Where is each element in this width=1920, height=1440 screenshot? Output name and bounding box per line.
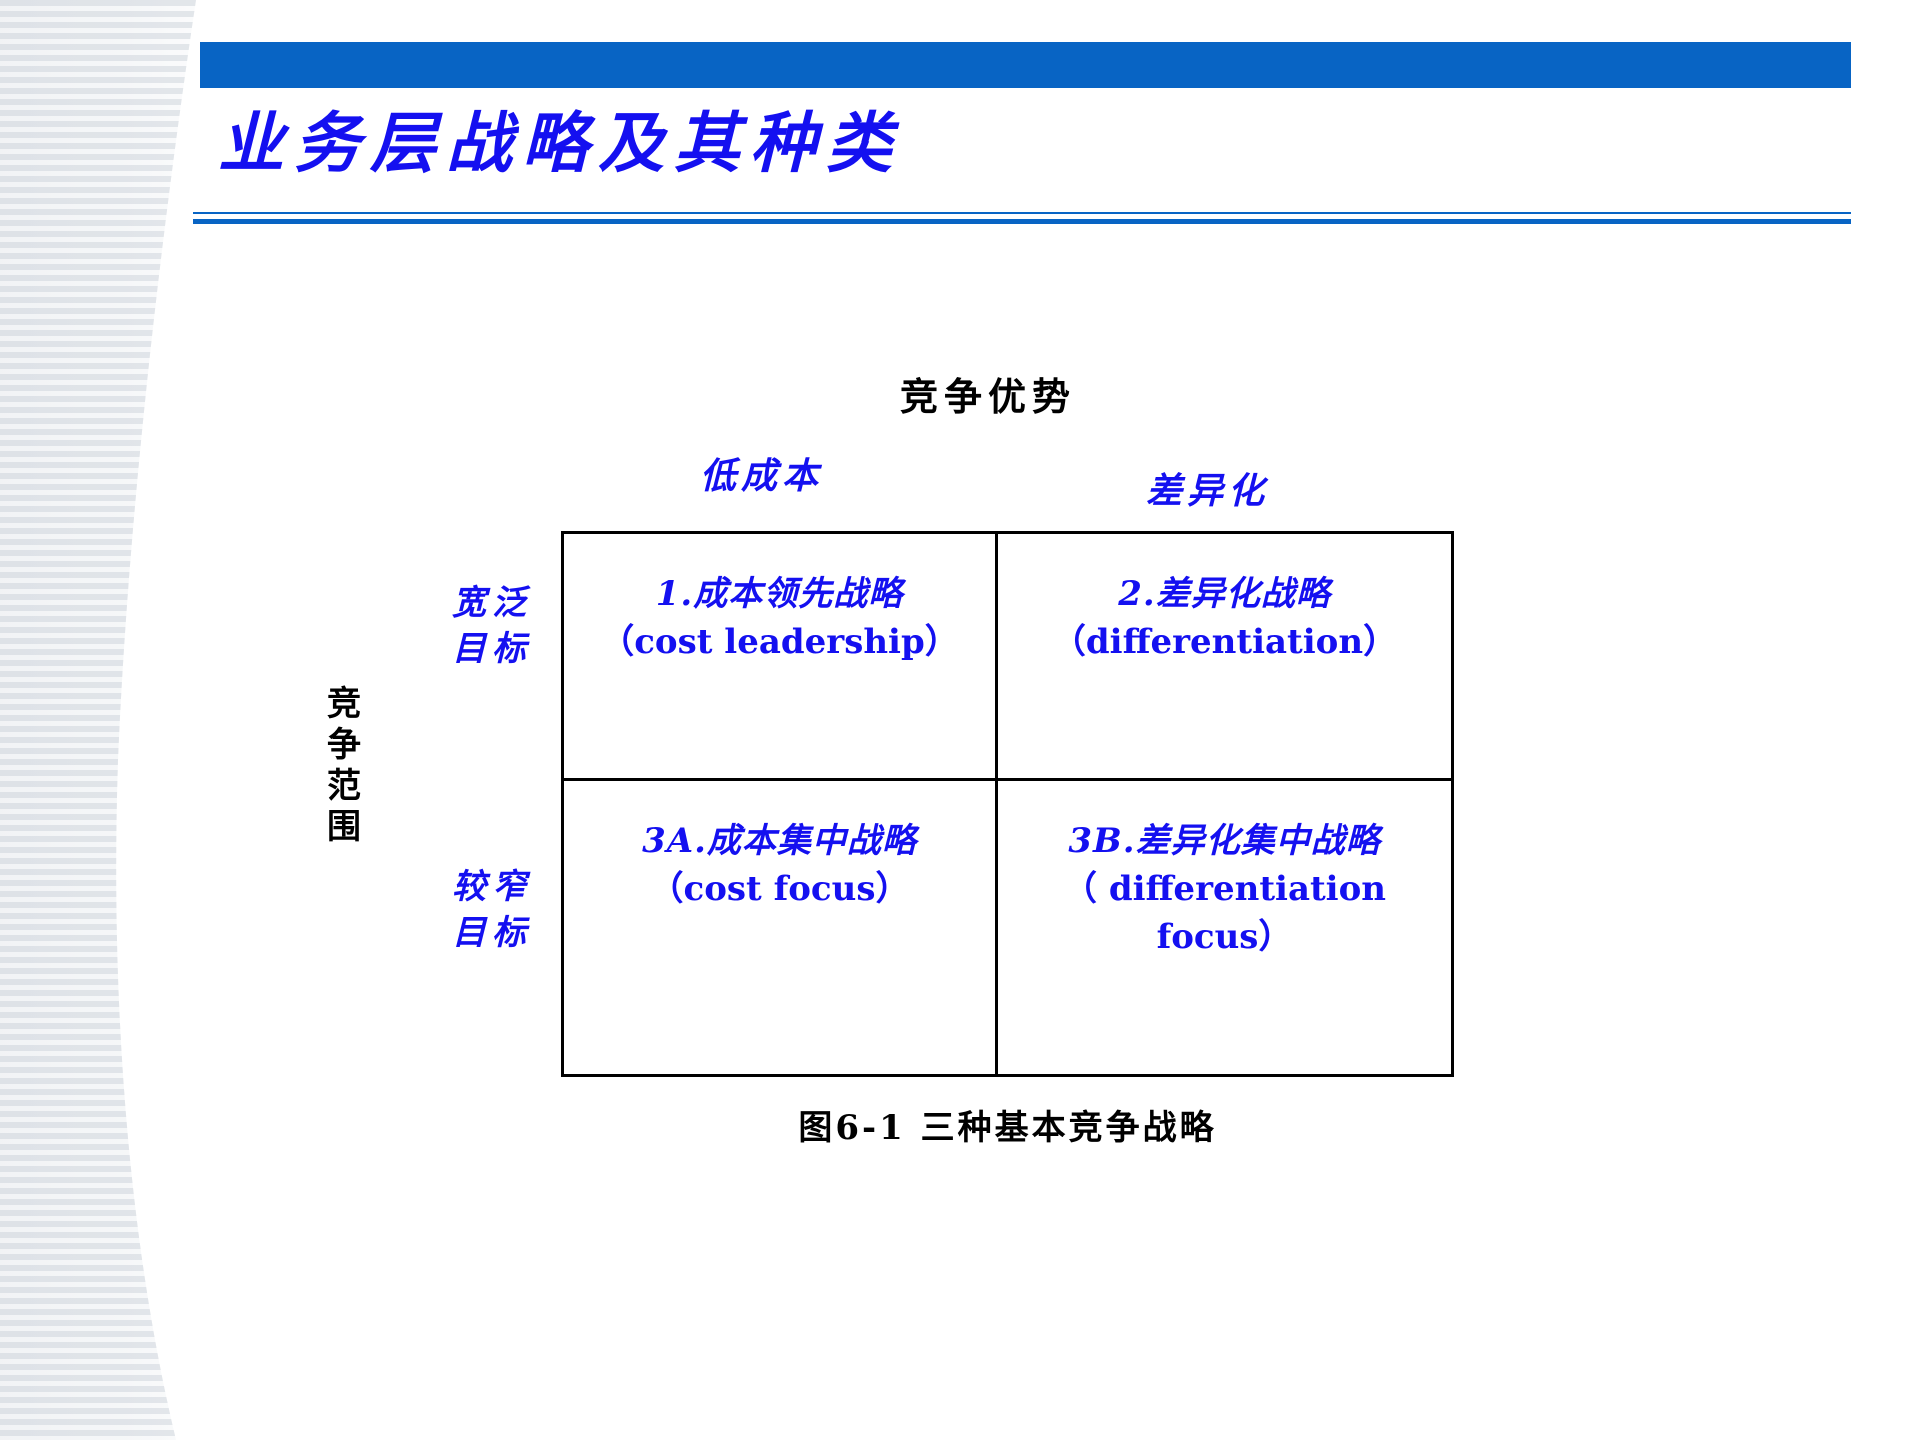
decorative-striped-band (0, 0, 196, 1440)
column-header-differentiation: 差异化 (1146, 470, 1270, 512)
axis-title-competitive-advantage: 竞争优势 (900, 374, 1077, 419)
cell-title-cn: 1.成本领先战略 (655, 574, 904, 614)
matrix-cell-cost-focus: 3A.成本集中战略 （cost focus） (564, 781, 998, 1074)
strategy-matrix: 1.成本领先战略 （cost leadership） 2.差异化战略 （diff… (561, 531, 1454, 1077)
matrix-cell-differentiation-focus: 3B.差异化集中战略 （ differentiation focus） (998, 781, 1451, 1074)
row-header-narrow-target: 较窄目标 (452, 867, 532, 953)
row-header-broad-target: 宽泛目标 (452, 583, 532, 669)
cell-title-cn: 3B.差异化集中战略 (1068, 821, 1381, 861)
cell-title-cn: 3A.成本集中战略 (642, 821, 917, 861)
page-title: 业务层战略及其种类 (218, 104, 902, 182)
cell-title-en: （cost focus） (649, 869, 910, 909)
column-header-low-cost: 低成本 (700, 455, 824, 497)
matrix-cell-differentiation: 2.差异化战略 （differentiation） (998, 534, 1451, 781)
cell-title-cn: 2.差异化战略 (1118, 574, 1331, 614)
header-accent-bar (200, 42, 1851, 88)
axis-title-competitive-scope: 竞争范围 (327, 684, 361, 847)
cell-title-en: （differentiation） (1051, 622, 1398, 662)
figure-caption: 图6-1 三种基本竞争战略 (798, 1108, 1217, 1148)
divider-thin-line (193, 212, 1851, 214)
matrix-cell-cost-leadership: 1.成本领先战略 （cost leadership） (564, 534, 998, 781)
cell-title-en: （ differentiation focus） (1063, 869, 1386, 957)
divider-thick-line (193, 219, 1851, 224)
cell-title-en: （cost leadership） (600, 622, 959, 662)
